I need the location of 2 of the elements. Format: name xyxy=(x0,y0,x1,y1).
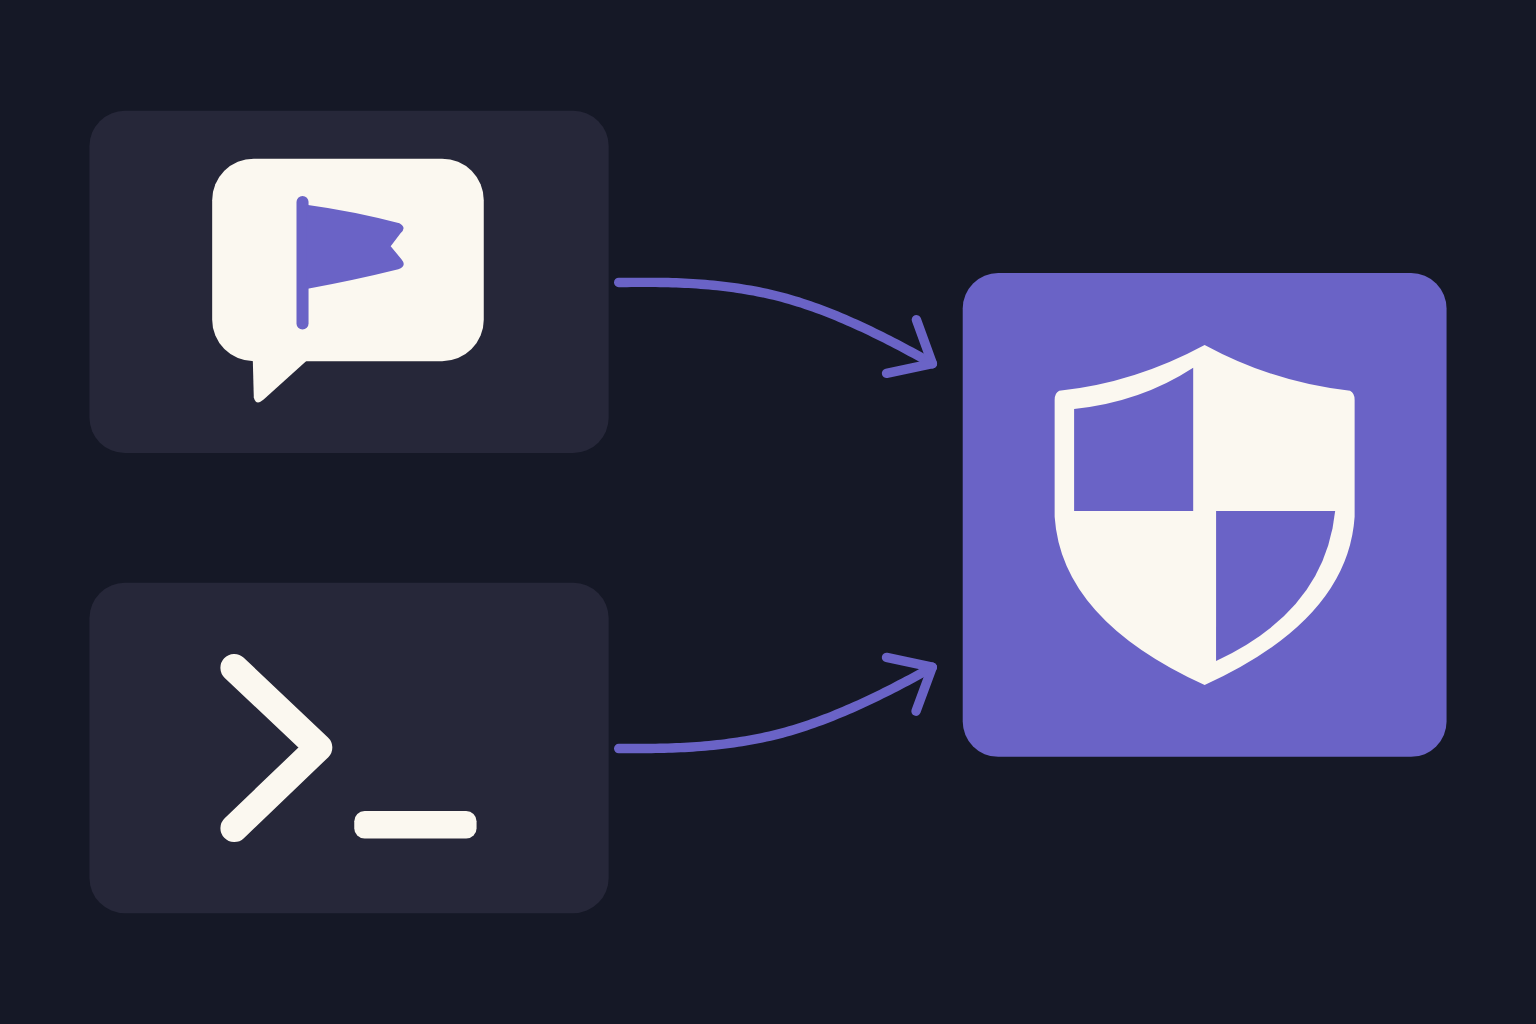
arrow xyxy=(614,277,938,379)
arrow xyxy=(614,652,938,754)
